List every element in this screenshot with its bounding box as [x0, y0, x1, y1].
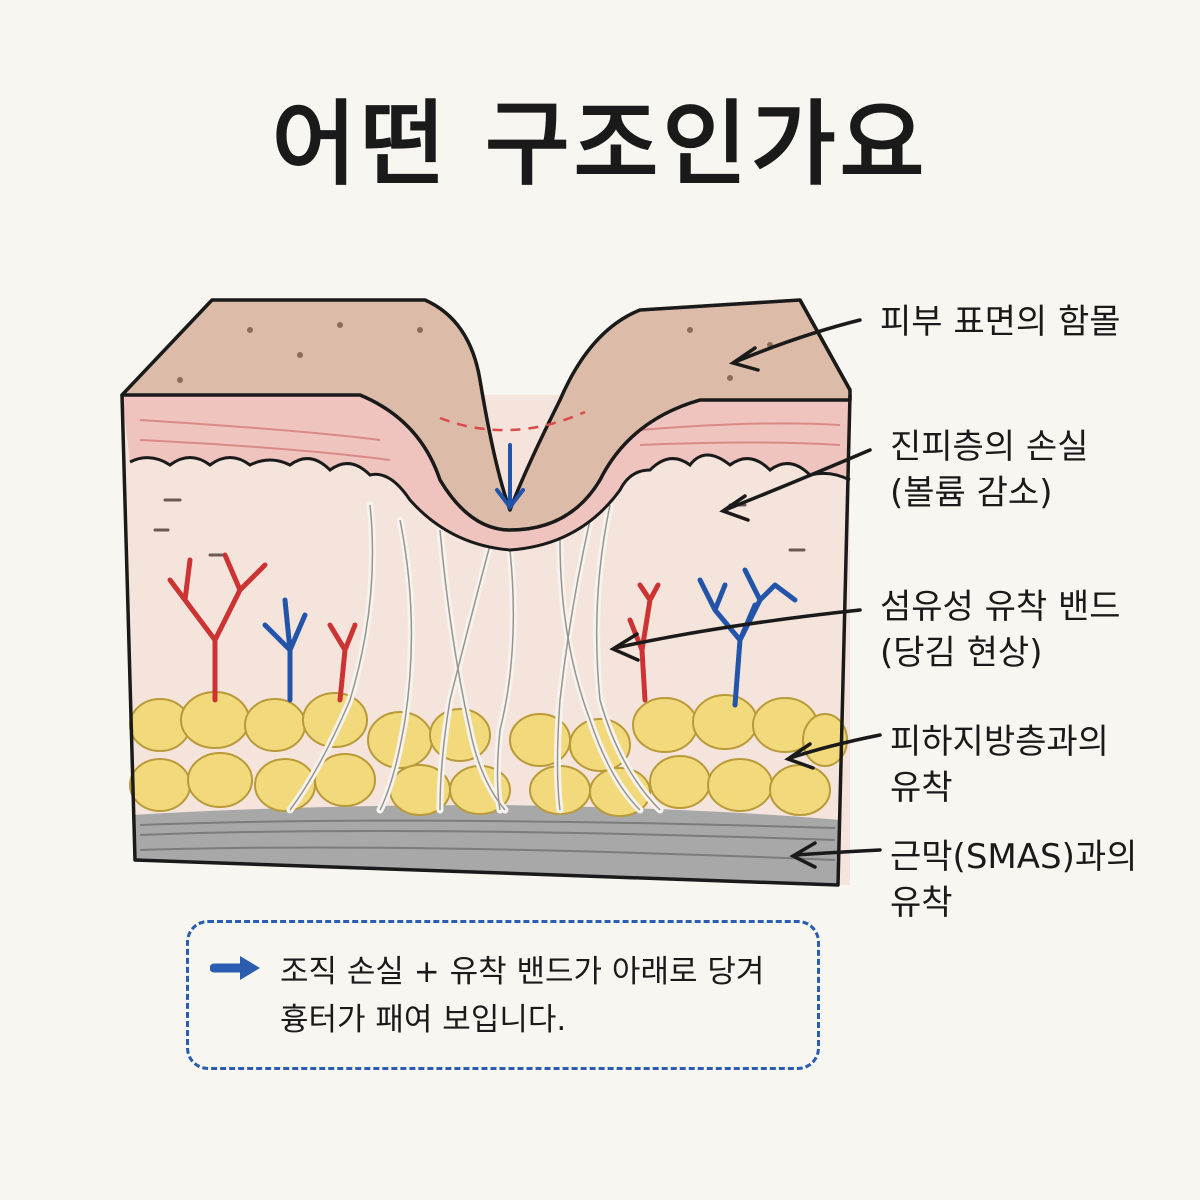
artery-vessels [167, 552, 661, 703]
right-arrow-icon [210, 956, 260, 980]
summary-note-text: 조직 손실 + 유착 밴드가 아래로 당겨 흉터가 패여 보입니다. [280, 954, 765, 1039]
fat-callout-arrow [788, 733, 882, 760]
surface-callout-arrow [733, 318, 862, 364]
fat-label: 피하지방층과의 유착 [890, 722, 1109, 808]
original-surface-dashed-line [439, 410, 586, 432]
dermis-layer [122, 395, 850, 550]
surface-label: 피부 표면의 함몰 [880, 302, 1121, 342]
depression-arrow-icon [495, 443, 525, 511]
dermis-callout-arrow [723, 448, 872, 512]
bands-label: 섬유성 유착 밴드 (당김 현상) [880, 587, 1121, 673]
smas-callout-arrow [793, 848, 882, 857]
summary-note-box [186, 920, 820, 1070]
smas-label: 근막(SMAS)과의 유착 [890, 837, 1138, 923]
bands-callout-arrow [613, 608, 862, 650]
page-title: 어떤 구조인가요 [271, 91, 929, 198]
dermis-label: 진피층의 손실 (볼륨 감소) [890, 427, 1089, 513]
